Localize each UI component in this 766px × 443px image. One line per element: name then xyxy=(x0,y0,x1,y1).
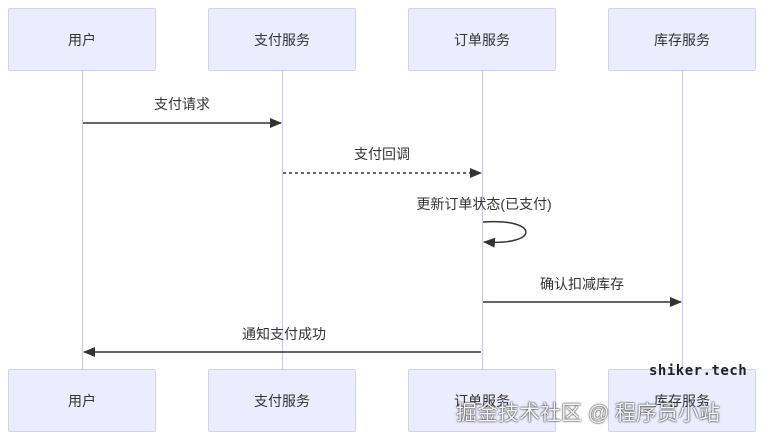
message-label-payment-request: 支付请求 xyxy=(154,96,210,112)
watermark-site: shiker.tech xyxy=(649,363,748,379)
participant-order-service-top: 订单服务 xyxy=(408,8,556,71)
message-arrow-update-order-status xyxy=(482,220,527,248)
message-label-notify-success: 通知支付成功 xyxy=(242,326,326,342)
participant-inventory-service-top: 库存服务 xyxy=(608,8,756,71)
participant-payment-service-bottom: 支付服务 xyxy=(208,369,356,432)
participant-label: 支付服务 xyxy=(254,392,310,409)
participant-label: 订单服务 xyxy=(454,392,510,409)
message-label-confirm-deduct-stock: 确认扣减库存 xyxy=(540,276,624,292)
message-label-update-order-status: 更新订单状态(已支付) xyxy=(416,196,552,212)
participant-label: 库存服务 xyxy=(654,31,710,48)
lifeline-user xyxy=(82,71,83,369)
participant-label: 用户 xyxy=(68,31,96,48)
watermark-main: 掘金技术社区 @ 程序员小站 xyxy=(456,402,720,425)
participant-inventory-service-bottom: 库存服务 xyxy=(608,369,756,432)
participant-label: 支付服务 xyxy=(254,31,310,48)
participant-payment-service-top: 支付服务 xyxy=(208,8,356,71)
lifeline-inventory-service xyxy=(682,71,683,369)
participant-label: 订单服务 xyxy=(454,31,510,48)
participant-user-bottom: 用户 xyxy=(8,369,156,432)
participant-order-service-bottom: 订单服务 xyxy=(408,369,556,432)
participant-user-top: 用户 xyxy=(8,8,156,71)
participant-label: 库存服务 xyxy=(654,392,710,409)
lifeline-payment-service xyxy=(282,71,283,369)
participant-label: 用户 xyxy=(68,392,96,409)
message-label-payment-callback: 支付回调 xyxy=(354,146,410,162)
lifeline-order-service xyxy=(482,71,483,369)
